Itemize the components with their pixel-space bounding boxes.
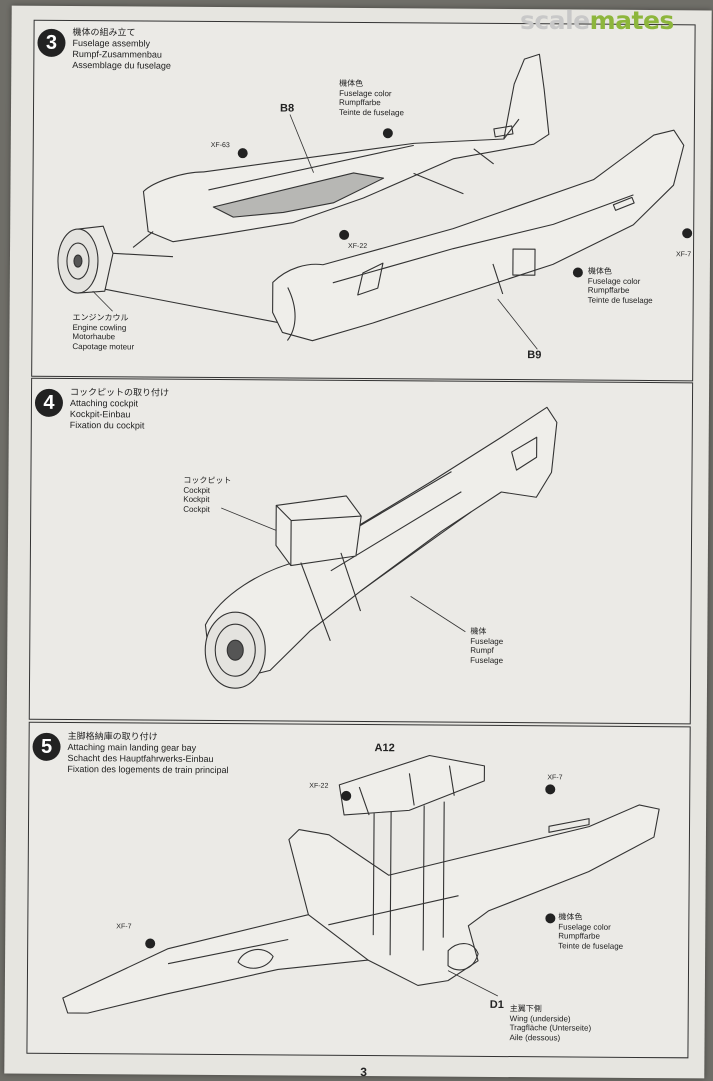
page-number: 3 <box>360 1065 368 1080</box>
cowl-ja: エンジンカウル <box>72 313 129 323</box>
color-de: Rumpffarbe <box>339 97 381 108</box>
xf22-label: XF-22 <box>348 242 368 251</box>
step-3-panel: 3 機体の組み立て Fuselage assembly Rumpf-Zusamm… <box>31 19 696 382</box>
scalemates-watermark: scalemates <box>520 6 674 35</box>
fuselage-color-callout: 機体色 Fuselage color Rumpffarbe Teinte de … <box>558 912 623 950</box>
color2-ja: 機体色 <box>587 266 612 276</box>
engine-cowling-callout: エンジンカウル Engine cowling Motorhaube Capota… <box>72 313 134 351</box>
fuselage-color-paint-dot <box>545 913 556 924</box>
xf7-label: XF-7 <box>675 251 692 259</box>
step-5-panel: 5 主脚格納庫の取り付け Attaching main landing gear… <box>26 721 691 1059</box>
color-en: Fuselage color <box>339 88 392 98</box>
watermark-part1: scale <box>520 6 590 35</box>
xf22-paint-dot <box>339 229 350 240</box>
cockpit-fr: Cockpit <box>183 504 210 514</box>
part-b9-label: B9 <box>527 349 542 362</box>
fuselage-color-paint-dot-2 <box>572 267 583 278</box>
color2-de: Rumpffarbe <box>587 285 630 295</box>
xf22-paint-dot <box>341 790 352 801</box>
xf7-paint-dot <box>682 228 693 239</box>
fus-fr: Fuselage <box>470 655 504 665</box>
xf7-paint-dot-a <box>545 784 556 795</box>
d1-fr: Aile (dessous) <box>509 1032 561 1042</box>
paint-markers <box>145 784 556 949</box>
cockpit-ja: コックピット <box>183 475 232 486</box>
color-en: Fuselage color <box>558 921 611 932</box>
xf7-paint-dot-b <box>145 938 156 949</box>
step-4-panel: 4 コックピットの取り付け Attaching cockpit Kockpit-… <box>28 377 694 725</box>
fuselage-callout: 機体 Fuselage Rumpf Fuselage <box>470 627 503 665</box>
cockpit-callout: コックピット Cockpit Kockpit Cockpit <box>183 476 231 514</box>
d1-en: Wing (underside) <box>509 1013 571 1023</box>
color2-fr: Teinte de fuselage <box>587 295 653 305</box>
fuselage-assembly-drawing <box>57 53 693 350</box>
watermark-part2: mates <box>589 6 675 35</box>
part-a12-label: A12 <box>374 742 395 755</box>
fus-de: Rumpf <box>470 645 494 655</box>
fuselage-color-callout-2: 機体色 Fuselage color Rumpffarbe Teinte de … <box>588 267 653 305</box>
xf22-label: XF-22 <box>309 782 329 790</box>
color-fr: Teinte de fuselage <box>338 107 404 117</box>
fus-ja: 機体 <box>470 626 487 636</box>
d1-ja: 主翼下側 <box>509 1004 542 1014</box>
cockpit-en: Cockpit <box>183 485 211 495</box>
fus-en: Fuselage <box>470 636 504 646</box>
cockpit-install-drawing <box>204 406 558 689</box>
d1-de: Tragfläche (Unterseite) <box>509 1023 592 1033</box>
xf63-paint-dot <box>237 148 248 159</box>
cowl-en: Engine cowling <box>72 322 127 332</box>
color-ja: 機体色 <box>558 912 583 922</box>
cowl-fr: Capotage moteur <box>72 341 135 351</box>
color-fr: Teinte de fuselage <box>558 940 624 951</box>
wing-underside-callout: 主翼下側 Wing (underside) Tragfläche (Unters… <box>510 1004 592 1043</box>
cockpit-de: Kockpit <box>183 494 210 504</box>
xf7-label-b: XF-7 <box>116 923 132 931</box>
color2-en: Fuselage color <box>587 276 641 286</box>
part-d1-label: D1 <box>489 998 504 1012</box>
xf7-label-a: XF-7 <box>547 774 563 782</box>
paint-markers <box>237 128 693 278</box>
cowl-de: Motorhaube <box>72 332 116 342</box>
landing-gear-bay-drawing <box>62 754 660 1014</box>
fuselage-color-callout: 機体色 Fuselage color Rumpffarbe Teinte de … <box>339 79 404 117</box>
part-b8-label: B8 <box>279 102 295 115</box>
fuselage-color-paint-dot <box>382 128 393 139</box>
color-de: Rumpffarbe <box>558 931 600 941</box>
xf63-label: XF-63 <box>210 141 230 150</box>
instruction-sheet: 3 機体の組み立て Fuselage assembly Rumpf-Zusamm… <box>4 5 712 1080</box>
color-ja: 機体色 <box>339 78 364 89</box>
